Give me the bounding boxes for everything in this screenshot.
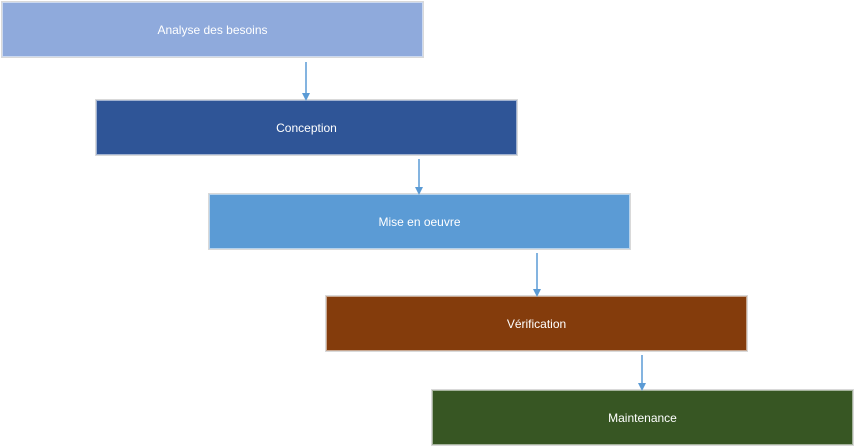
step-mise-en-oeuvre: Mise en oeuvre bbox=[209, 194, 630, 249]
step-label: Mise en oeuvre bbox=[378, 214, 461, 229]
step-conception: Conception bbox=[96, 100, 517, 155]
step-maintenance: Maintenance bbox=[432, 390, 853, 445]
step-label: Vérification bbox=[506, 316, 567, 331]
step-verification: Vérification bbox=[326, 296, 747, 351]
step-label: Maintenance bbox=[608, 410, 677, 425]
step-analyse-des-besoins: Analyse des besoins bbox=[2, 2, 423, 57]
step-label: Analyse des besoins bbox=[157, 22, 268, 37]
step-label: Conception bbox=[276, 120, 337, 135]
